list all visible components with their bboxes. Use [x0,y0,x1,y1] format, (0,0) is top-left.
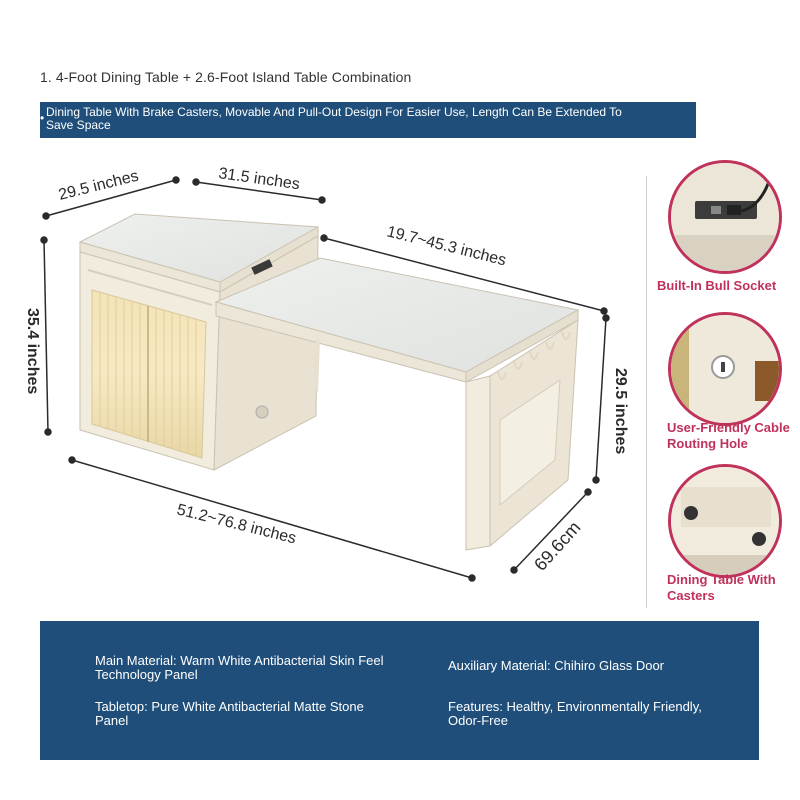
socket-icon [695,201,757,219]
dim-width-cabinet: 31.5 inches [217,165,300,193]
description-banner: • Dining Table With Brake Casters, Movab… [40,102,696,138]
bullet-icon: • [40,111,45,125]
cable-hole-icon [255,405,269,419]
description-text: Dining Table With Brake Casters, Movable… [46,105,622,132]
dim-height-table: 29.5 inches [612,368,629,454]
socket-detail-photo [668,160,782,274]
callout-label-socket: Built-In Bull Socket [657,278,777,293]
spec-auxiliary-material: Auxiliary Material: Chihiro Glass Door [448,658,665,673]
specs-panel: Main Material: Warm White Antibacterial … [40,621,759,760]
dim-extension: 19.7~45.3 inches [385,223,508,269]
glass-door-ribs [99,293,197,456]
caster-wheel-icon [752,532,766,546]
spec-tabletop: Tabletop: Pure White Antibacterial Matte… [95,699,364,728]
island-cabinet [78,213,319,471]
dim-height-cabinet: 35.4 inches [24,308,41,394]
casters-detail-photo [668,464,782,578]
hooks [497,331,571,380]
dim-table-depth: 69.6cm [530,517,584,574]
callout-label-casters: Dining Table With Casters [667,572,776,603]
dim-depth-top: 29.5 inches [57,168,141,204]
page-title: 1. 4-Foot Dining Table + 2.6-Foot Island… [40,69,412,85]
caster-wheel-icon [684,506,698,520]
spec-main-material: Main Material: Warm White Antibacterial … [95,653,384,682]
dimension-lines [40,176,610,582]
socket-icon [251,259,273,275]
spec-features: Features: Healthy, Environmentally Frien… [448,699,702,728]
callout-label-cable: User-Friendly Cable Routing Hole [667,420,790,451]
dining-table [214,257,580,551]
cable-hole-detail-photo [668,312,782,426]
separator-line [646,176,647,608]
